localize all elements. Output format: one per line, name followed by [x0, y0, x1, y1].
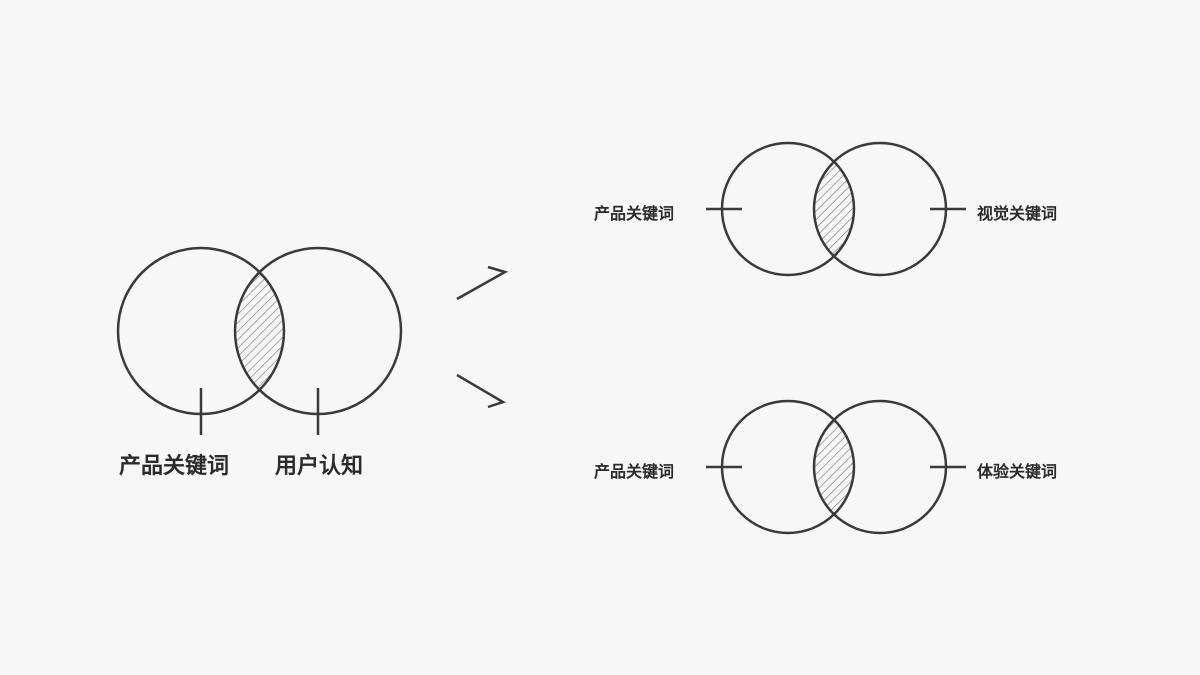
left-label-product-keyword: 产品关键词: [119, 454, 230, 479]
left-venn: [116, 246, 403, 435]
arrows: [456, 265, 509, 409]
top-label-product-keyword: 产品关键词: [594, 204, 675, 223]
bottom-label-product-keyword: 产品关键词: [594, 462, 675, 481]
top-label-visual-keyword: 视觉关键词: [977, 204, 1058, 223]
bottom-label-experience-keyword: 体验关键词: [977, 462, 1058, 481]
left-label-user-perception: 用户认知: [275, 454, 364, 479]
arrow-down-right-icon: [456, 373, 507, 409]
top-venn: [706, 141, 966, 277]
arrow-up-right-icon: [456, 265, 509, 301]
bottom-venn: [706, 399, 966, 535]
